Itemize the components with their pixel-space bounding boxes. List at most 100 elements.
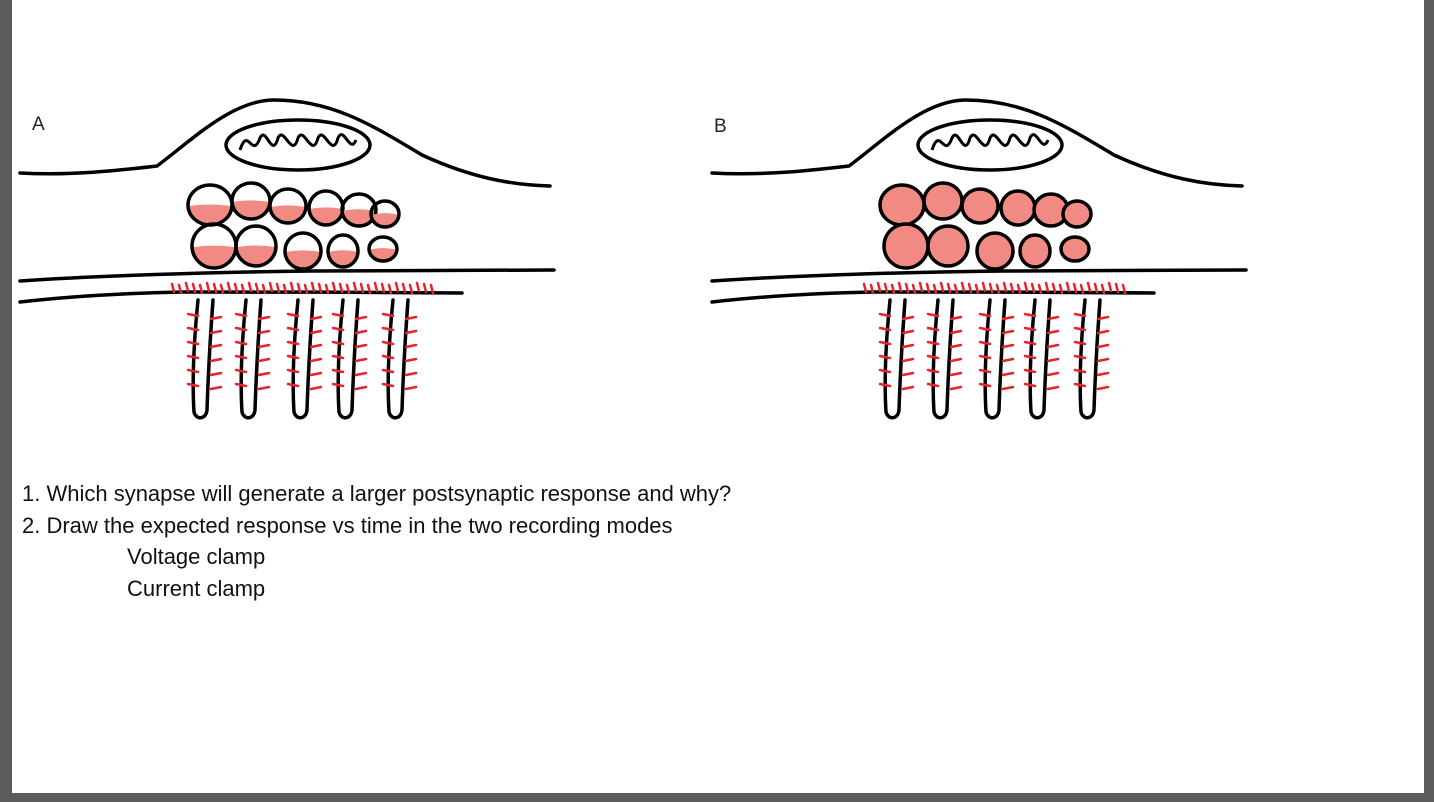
mitochondrion-cristae [238,133,358,151]
receptor-mark [309,371,323,377]
receptor-mark [932,283,938,295]
receptor-mark [354,385,368,391]
receptor-mark [1096,343,1110,349]
mode-current-clamp: Current clamp [127,575,266,601]
receptor-mark [186,312,200,318]
receptor-mark [878,340,892,346]
receptor-mark [331,312,345,318]
receptor-mark [331,281,337,293]
receptor-mark [404,343,418,349]
receptor-mark [1073,382,1087,388]
presynaptic-membrane [710,98,1244,188]
receptor-mark [234,354,248,360]
presynaptic-membrane [18,98,552,188]
receptor-mark [209,315,223,321]
receptor-mark [1001,385,1015,391]
synapse-diagrams [18,98,1248,420]
receptor-mark [988,282,994,294]
receptor-mark [282,283,288,295]
receptor-mark [1096,371,1110,377]
receptor-mark [890,283,896,295]
receptor-mark [1096,357,1110,363]
dendritic-spine [336,298,360,420]
receptor-mark [317,282,323,294]
mitochondrion [224,118,372,172]
receptor-mark [1023,368,1037,374]
receptor-mark [1073,340,1087,346]
receptor-mark [309,385,323,391]
receptor-mark [233,282,239,294]
receptor-mark [978,368,992,374]
receptor-mark [978,382,992,388]
receptor-mark [1096,329,1110,335]
receptor-mark [1046,343,1060,349]
receptor-mark [1016,283,1022,295]
vesicle [999,189,1037,227]
vesicle-fill [237,245,275,266]
receptor-mark [1046,385,1060,391]
receptor-mark [354,329,368,335]
receptor-mark [354,343,368,349]
receptor-mark [257,357,271,363]
receptor-mark [234,340,248,346]
receptor-mark [257,315,271,321]
receptor-mark [198,283,204,295]
dendritic-spine [1078,298,1102,420]
receptor-mark [1037,283,1043,295]
receptor-mark [209,343,223,349]
receptor-mark [226,281,232,293]
receptor-mark [1073,326,1087,332]
receptor-mark [1023,340,1037,346]
receptor-mark [234,326,248,332]
receptor-mark [1002,281,1008,293]
receptor-mark [257,385,271,391]
receptor-mark [354,357,368,363]
receptor-mark [261,283,267,295]
dendritic-spine [386,298,410,420]
receptor-mark [1001,343,1015,349]
receptor-mark [186,382,200,388]
receptor-mark [949,343,963,349]
vesicle-fill [233,200,269,219]
receptor-mark [939,281,945,293]
receptor-mark [1100,283,1106,295]
receptor-mark [878,382,892,388]
receptor-mark [234,312,248,318]
receptor-mark [1079,283,1085,295]
receptor-mark [901,329,915,335]
vesicle [369,199,401,229]
receptor-mark [401,282,407,294]
receptor-mark [925,282,931,294]
receptor-mark [404,371,418,377]
receptor-mark [310,281,316,293]
receptor-mark [404,385,418,391]
receptor-mark [883,282,889,294]
mitochondrion-cristae [930,133,1050,151]
active-zone-membrane [710,268,1248,283]
receptor-mark [366,283,372,295]
receptor-mark [1073,312,1087,318]
receptor-mark [978,354,992,360]
receptor-mark [286,312,300,318]
receptor-mark [876,281,882,293]
dendritic-spine [239,298,263,420]
receptor-mark [953,283,959,295]
receptor-mark [191,282,197,294]
receptor-mark [946,282,952,294]
dendritic-spine [931,298,955,420]
receptor-mark [205,281,211,293]
receptor-mark [404,315,418,321]
receptor-mark [381,368,395,374]
receptor-mark [878,354,892,360]
receptor-mark [862,282,868,294]
receptor-mark [286,354,300,360]
receptor-mark [974,283,980,295]
receptor-mark [1001,329,1015,335]
receptor-mark [918,281,924,293]
synapse-b-diagram [710,98,1248,420]
vesicle [340,192,378,228]
receptor-mark [901,385,915,391]
vesicle [367,235,399,263]
receptor-mark [978,340,992,346]
receptor-mark [1023,382,1037,388]
